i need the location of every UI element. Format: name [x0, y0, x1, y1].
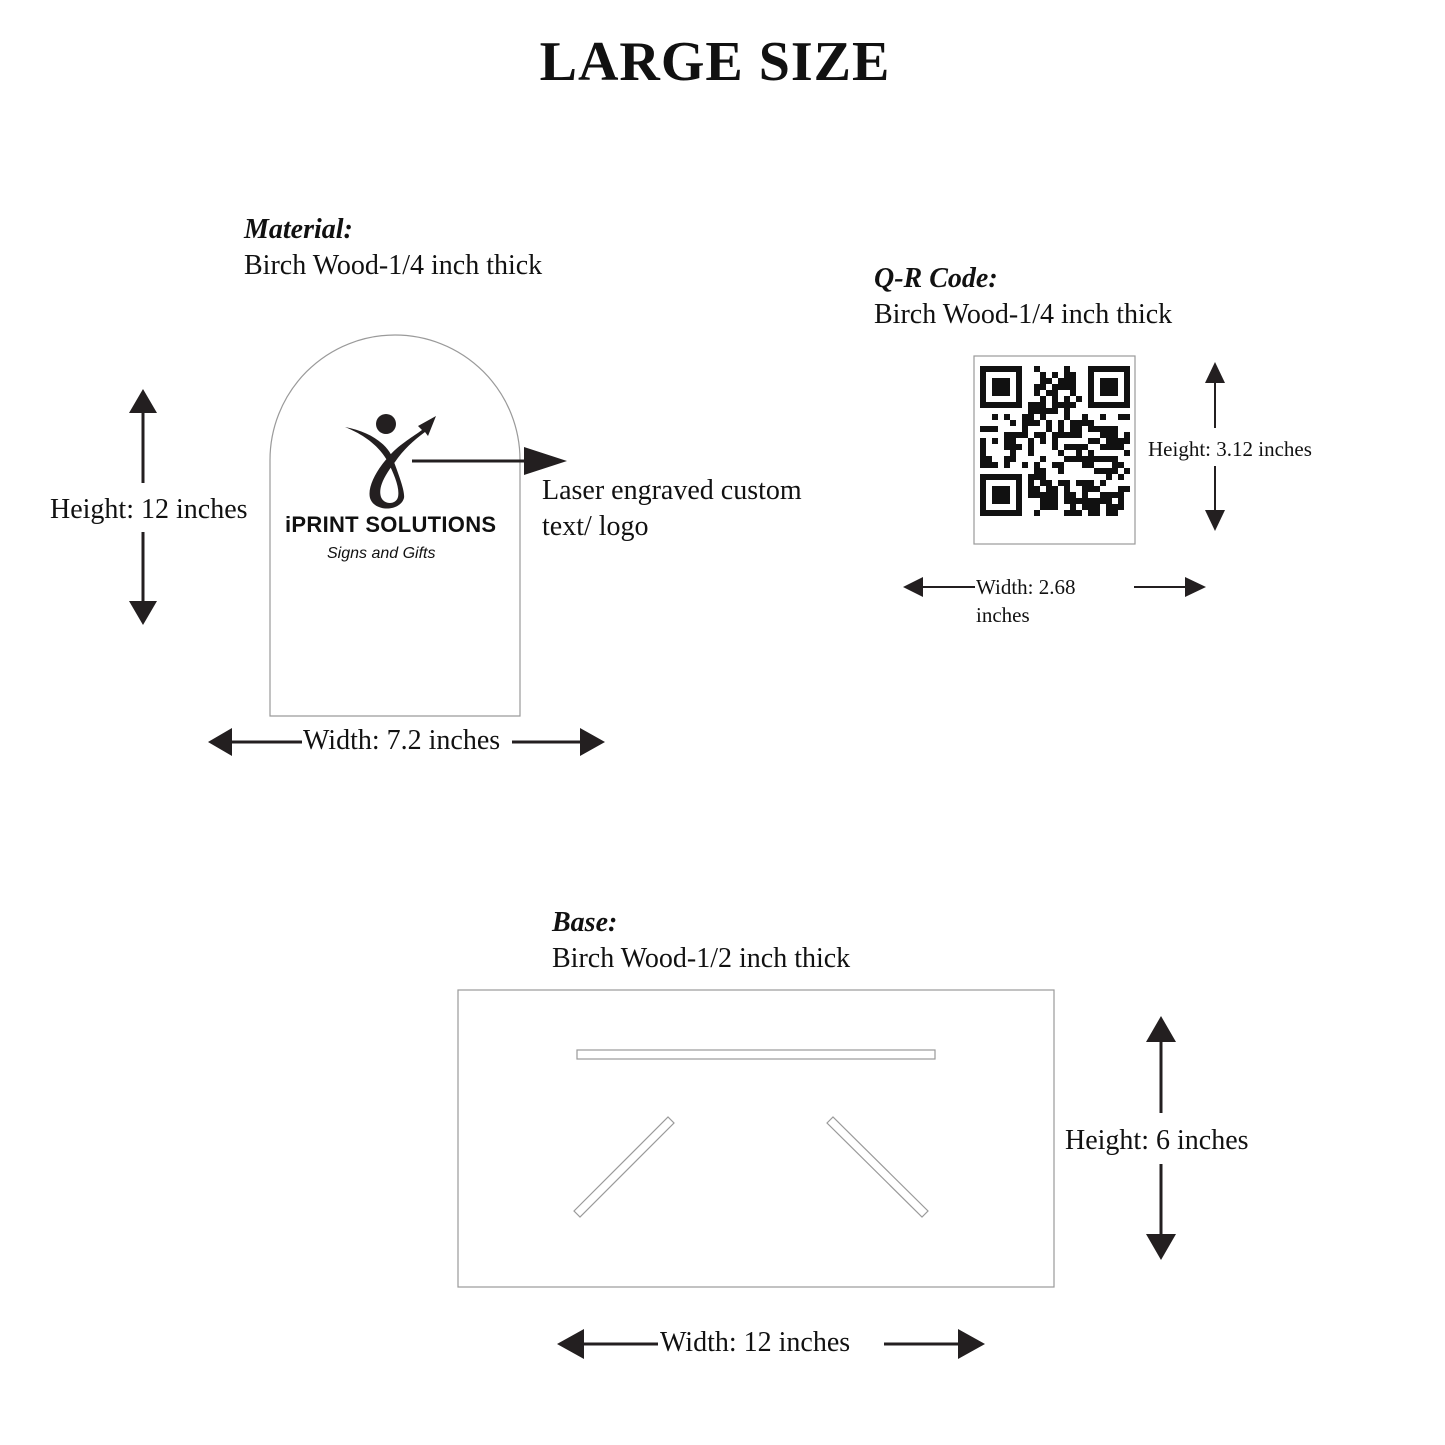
qr-height-arrow: [1205, 362, 1225, 531]
base-material-text: Birch Wood-1/2 inch thick: [552, 943, 851, 974]
engrave-pointer-arrow: [412, 447, 567, 475]
base-height-label: Height: 6 inches: [1065, 1125, 1249, 1156]
base-slot-right: [826, 1116, 929, 1218]
sign-height-arrow: [129, 389, 157, 625]
qr-height-label: Height: 3.12 inches: [1148, 437, 1312, 461]
sign-material-text: Birch Wood-1/4 inch thick: [244, 250, 543, 281]
sign-panel-outline: [269, 334, 521, 717]
base-slot-left: [573, 1116, 675, 1218]
base-slot-top: [576, 1049, 936, 1060]
person-arrow-logo-icon: [345, 414, 436, 509]
qr-width-arrow: [903, 577, 1206, 597]
qr-panel-outline: [973, 355, 1136, 545]
sign-height-label: Height: 12 inches: [50, 494, 248, 525]
sign-width-arrow: [208, 728, 605, 756]
logo-brand-text: iPRINT SOLUTIONS: [285, 512, 497, 537]
base-heading: Base:: [552, 907, 618, 938]
qr-width-label-line2: inches: [976, 603, 1030, 627]
sign-width-label: Width: 7.2 inches: [303, 725, 501, 756]
engrave-label-line2: text/ logo: [542, 511, 649, 542]
qr-material-text: Birch Wood-1/4 inch thick: [874, 299, 1173, 330]
engrave-label-line1: Laser engraved custom: [542, 475, 802, 506]
base-width-arrow: [557, 1329, 985, 1359]
base-panel-outline: [457, 989, 1055, 1288]
base-height-arrow: [1146, 1016, 1176, 1260]
qr-code-icon: [980, 366, 1130, 516]
qr-heading: Q-R Code:: [874, 263, 998, 294]
logo-tagline-text: Signs and Gifts: [327, 545, 436, 562]
sign-material-heading: Material:: [244, 214, 353, 245]
page-title: LARGE SIZE: [539, 31, 891, 93]
base-width-label: Width: 12 inches: [660, 1327, 851, 1358]
qr-width-label-line1: Width: 2.68: [976, 575, 1076, 599]
